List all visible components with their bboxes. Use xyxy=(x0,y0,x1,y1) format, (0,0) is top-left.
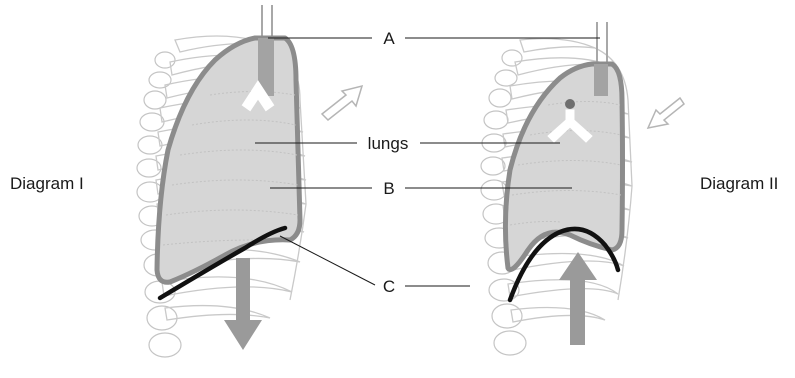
diagram-2-title: Diagram II xyxy=(700,174,778,193)
diagram-1-title: Diagram I xyxy=(10,174,84,193)
label-c-group: C xyxy=(280,236,470,296)
diagram-1-trachea xyxy=(262,5,272,40)
label-a-group: A xyxy=(268,29,600,48)
diagram-1-down-arrow xyxy=(224,258,262,350)
label-c: C xyxy=(383,277,395,296)
diagram-2-up-arrow xyxy=(559,252,597,345)
diagram-2-rib-arrow xyxy=(648,98,684,128)
label-lungs: lungs xyxy=(368,134,409,153)
diagram-1-rib-arrow xyxy=(322,86,362,120)
diagram-2-bronchus xyxy=(594,64,608,96)
diagram-1-thorax xyxy=(137,5,362,357)
label-a: A xyxy=(383,29,395,48)
diagram-2-bronchus-node xyxy=(565,99,575,109)
label-b: B xyxy=(383,179,394,198)
diagram-2-trachea xyxy=(597,22,607,65)
diagram-1-lung xyxy=(157,38,300,282)
